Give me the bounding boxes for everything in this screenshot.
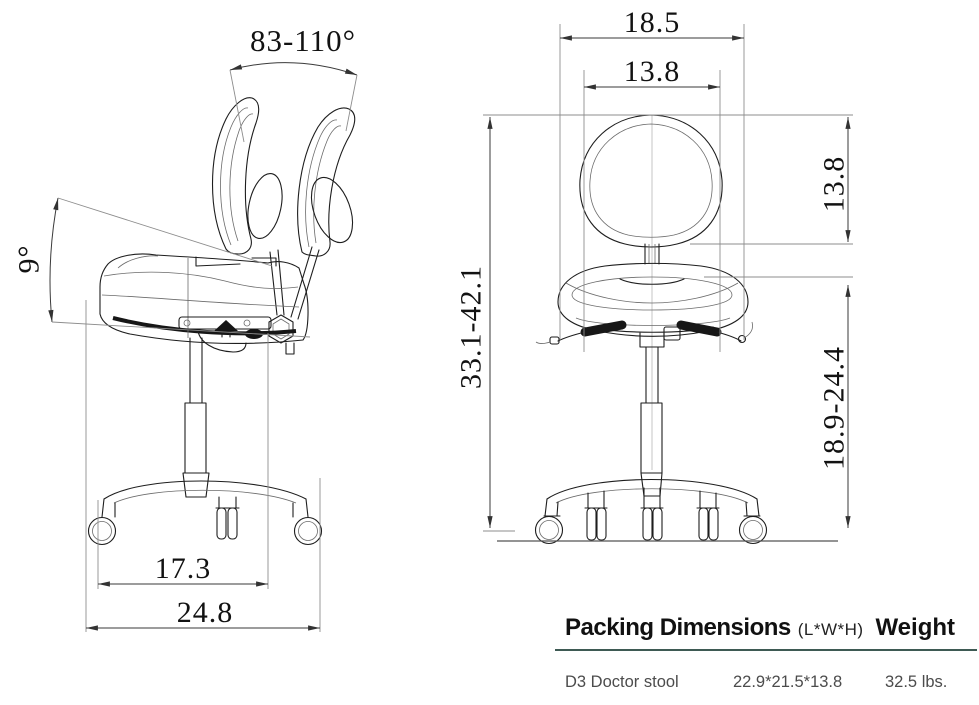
packing-dimensions-header: Packing Dimensions xyxy=(565,614,791,641)
dim-backrest-width: 13.8 xyxy=(624,55,681,88)
weight-header: Weight xyxy=(875,614,955,641)
side-view-dimensions: 83-110° 9° 17.3 24.8 xyxy=(13,23,358,632)
dim-back-tilt-angle: 83-110° xyxy=(250,23,356,58)
dim-outer-base-width: 24.8 xyxy=(177,596,234,629)
spec-table-header: Packing Dimensions (L*W*H) Weight xyxy=(552,600,979,642)
packing-dimensions-value: 22.9*21.5*13.8 xyxy=(733,673,843,691)
front-casters xyxy=(584,487,720,541)
dim-inner-base-width: 17.3 xyxy=(155,552,212,585)
front-view-drawing xyxy=(497,114,838,545)
header-divider xyxy=(555,649,977,651)
dim-seat-width: 18.5 xyxy=(624,6,681,39)
technical-drawing: 83-110° 9° 17.3 24.8 xyxy=(13,6,853,632)
packing-dimensions-unit-note: (L*W*H) xyxy=(797,620,864,639)
weight-value: 32.5 lbs. xyxy=(885,673,948,691)
dim-seat-tilt-angle: 9° xyxy=(13,245,46,274)
dim-backrest-height: 13.8 xyxy=(818,156,851,213)
dim-seat-height-range: 18.9-24.4 xyxy=(818,346,851,470)
model-name: D3 Doctor stool xyxy=(565,673,679,691)
side-view-drawing xyxy=(87,97,356,546)
front-view-dimensions: 18.5 13.8 33.1-42.1 13.8 18.9-24.4 xyxy=(455,6,853,532)
dim-overall-height: 33.1-42.1 xyxy=(455,265,488,389)
table-row: D3 Doctor stool 22.9*21.5*13.8 32.5 lbs. xyxy=(552,651,979,695)
spec-table: Packing Dimensions (L*W*H) Weight D3 Doc… xyxy=(552,600,979,700)
